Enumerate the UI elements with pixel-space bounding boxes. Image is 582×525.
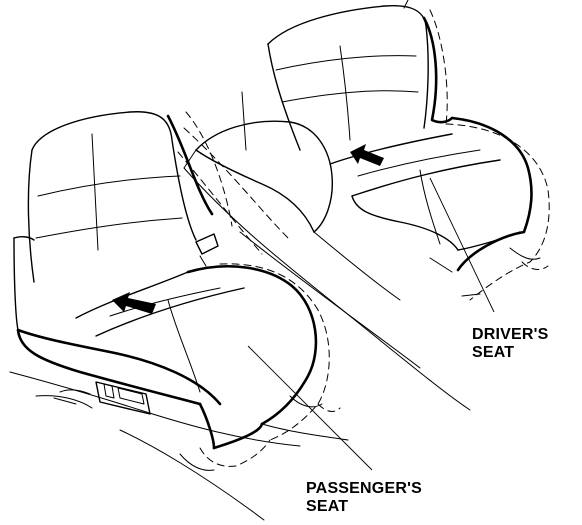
- passenger-seat: [9, 111, 349, 521]
- driver-seat-arrow: [350, 144, 384, 166]
- arrow-icon: [350, 144, 384, 166]
- driver-seat: [241, 0, 550, 301]
- driver-seat-leader-line: [429, 177, 495, 313]
- center-console: [177, 120, 471, 411]
- passenger-seat-arrow: [112, 292, 156, 314]
- passenger-seat-label: PASSENGER'S SEAT: [306, 480, 422, 515]
- passenger-seat-leader-line: [247, 345, 373, 471]
- driver-seat-label: DRIVER'S SEAT: [472, 326, 549, 361]
- arrow-icon: [112, 292, 156, 314]
